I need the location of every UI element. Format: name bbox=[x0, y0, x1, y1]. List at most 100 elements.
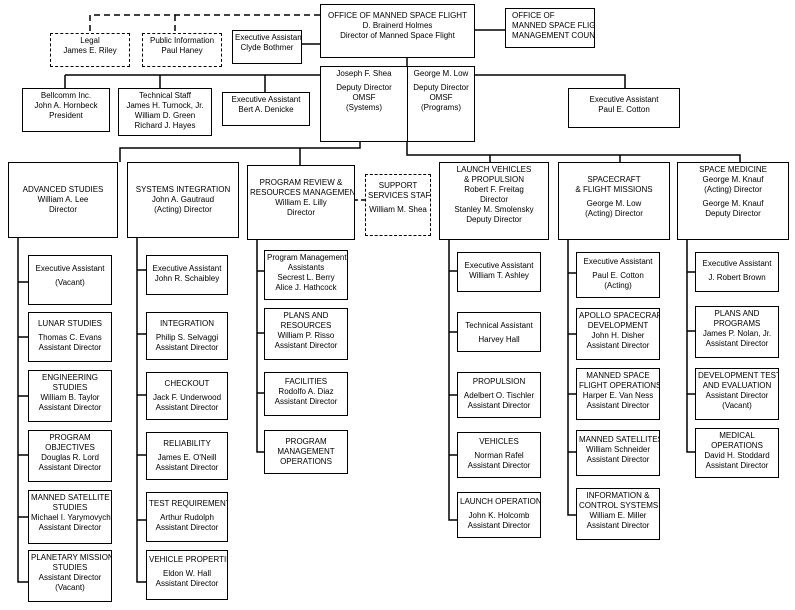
manned-satellite-studies-box: MANNED SATELLITE STUDIES Michael I. Yary… bbox=[28, 490, 112, 544]
program-management-assistants-box: Program Management Assistants Secrest L.… bbox=[264, 250, 348, 300]
engineering-studies-role: Assistant Director bbox=[38, 403, 102, 412]
spacecraft-box: SPACECRAFT & FLIGHT MISSIONS George M. L… bbox=[558, 162, 670, 240]
planetary-mission-box: PLANETARY MISSION STUDIES Assistant Dire… bbox=[28, 550, 112, 602]
integration-role: Assistant Director bbox=[155, 343, 219, 352]
reliability-name: James E. O'Neill bbox=[157, 453, 217, 462]
advanced-studies-title: ADVANCED STUDIES bbox=[22, 185, 104, 194]
program-review-role: Director bbox=[286, 208, 315, 217]
ics-name: William E. Miller bbox=[589, 511, 647, 520]
systems-integration-role: (Acting) Director bbox=[154, 205, 212, 214]
manned-satellites-name: William Schneider bbox=[585, 445, 651, 454]
plans-programs-title-2: PROGRAMS bbox=[713, 319, 761, 328]
apollo-spacecraft-title-2: DEVELOPMENT bbox=[587, 321, 649, 330]
office-box: OFFICE OF MANNED SPACE FLIGHT D. Brainer… bbox=[320, 4, 475, 58]
deputy-programs-role-1: Deputy Director bbox=[413, 83, 469, 92]
legal-box: Legal James E. Riley bbox=[50, 33, 130, 67]
propulsion-title: PROPULSION bbox=[472, 377, 526, 386]
manned-satellite-studies-role: Assistant Director bbox=[38, 523, 102, 532]
technical-assistant-title: Technical Assistant bbox=[465, 321, 533, 330]
support-services-title: SUPPORT bbox=[378, 181, 418, 190]
plans-programs-role: Assistant Director bbox=[705, 339, 769, 348]
manned-satellites-box: MANNED SATELLITES William Schneider Assi… bbox=[576, 430, 660, 476]
lunar-studies-name: Thomas C. Evans bbox=[38, 333, 102, 342]
bellcomm-name: John A. Hornbeck bbox=[34, 101, 98, 110]
adv-exec-asst-title: Executive Assistant bbox=[35, 264, 105, 273]
engineering-studies-title: ENGINEERING bbox=[41, 373, 98, 382]
pma-title: Program Management bbox=[267, 253, 347, 262]
manned-satellites-title: MANNED SATELLITES bbox=[579, 435, 660, 444]
launch-vehicles-role: Director bbox=[479, 195, 508, 204]
public-info-name: Paul Haney bbox=[161, 46, 203, 55]
manned-satellite-studies-title-2: STUDIES bbox=[52, 503, 88, 512]
medical-operations-box: MEDICAL OPERATIONS David H. Stoddard Ass… bbox=[695, 428, 779, 478]
exec-asst-top-name: Clyde Bothmer bbox=[240, 43, 294, 52]
program-objectives-role: Assistant Director bbox=[38, 463, 102, 472]
med-ops-title: MEDICAL bbox=[719, 431, 755, 440]
systems-integration-box: SYSTEMS INTEGRATION John A. Gautraud (Ac… bbox=[127, 162, 239, 238]
technical-staff-name-1: James H. Turnock, Jr. bbox=[126, 101, 204, 110]
manned-space-flight-ops-box: MANNED SPACE FLIGHT OPERATIONS Harper E.… bbox=[576, 368, 660, 420]
technical-assistant-box: Technical Assistant Harvey Hall bbox=[457, 312, 541, 352]
lv-exec-asst-title: Executive Assistant bbox=[464, 261, 534, 270]
integration-title: INTEGRATION bbox=[159, 319, 215, 328]
program-objectives-title: PROGRAM bbox=[49, 433, 91, 442]
apollo-spacecraft-box: APOLLO SPACECRAFT DEVELOPMENT John H. Di… bbox=[576, 308, 660, 360]
space-medicine-role: (Acting) Director bbox=[704, 185, 762, 194]
dte-title-2: AND EVALUATION bbox=[702, 381, 772, 390]
ics-title: INFORMATION & bbox=[586, 491, 650, 500]
program-review-name: William E. Lilly bbox=[275, 198, 327, 207]
msfo-title: MANNED SPACE bbox=[586, 371, 650, 380]
checkout-title: CHECKOUT bbox=[164, 379, 210, 388]
support-services-name: William M. Shea bbox=[369, 205, 427, 214]
deputy-systems-role-1: Deputy Director bbox=[336, 83, 392, 92]
dte-title: DEVELOPMENT TEST bbox=[698, 371, 779, 380]
reliability-title: RELIABILITY bbox=[163, 439, 211, 448]
exec-asst-cotton-name: Paul E. Cotton bbox=[598, 105, 650, 114]
pmo-title-3: OPERATIONS bbox=[280, 457, 332, 466]
vehicle-properties-title: VEHICLE PROPERTIES bbox=[149, 555, 227, 564]
facilities-box: FACILITIES Rodolfo A. Diaz Assistant Dir… bbox=[264, 372, 348, 416]
med-exec-asst-title: Executive Assistant bbox=[702, 259, 772, 268]
dev-test-eval-box: DEVELOPMENT TEST AND EVALUATION Assistan… bbox=[695, 368, 779, 420]
pma-name-1: Secrest L. Berry bbox=[277, 273, 335, 282]
med-ops-title-2: OPERATIONS bbox=[711, 441, 763, 450]
vehicle-properties-box: VEHICLE PROPERTIES Eldon W. Hall Assista… bbox=[146, 550, 228, 600]
integration-name: Philip S. Selvaggi bbox=[155, 333, 219, 342]
office-title: OFFICE OF MANNED SPACE FLIGHT bbox=[328, 11, 467, 20]
plans-programs-name: James P. Nolan, Jr. bbox=[702, 329, 772, 338]
bellcomm-title: Bellcomm Inc. bbox=[40, 91, 92, 100]
deputy-systems-name: Joseph F. Shea bbox=[336, 69, 392, 78]
spacecraft-title: SPACECRAFT bbox=[587, 175, 641, 184]
vehicles-box: VEHICLES Norman Rafel Assistant Director bbox=[457, 432, 541, 478]
launch-operations-role: Assistant Director bbox=[467, 521, 531, 530]
program-objectives-name: Douglas R. Lord bbox=[41, 453, 99, 462]
msfo-title-2: FLIGHT OPERATIONS bbox=[579, 381, 660, 390]
launch-vehicles-name: Robert F. Freitag bbox=[464, 185, 524, 194]
planetary-mission-title: PLANETARY MISSION bbox=[31, 553, 112, 562]
pmo-title: PROGRAM bbox=[285, 437, 327, 446]
support-services-box: SUPPORT SERVICES STAFF William M. Shea bbox=[365, 174, 431, 236]
lunar-studies-title: LUNAR STUDIES bbox=[37, 319, 102, 328]
legal-title: Legal bbox=[80, 36, 100, 45]
checkout-box: CHECKOUT Jack F. Underwood Assistant Dir… bbox=[146, 372, 228, 420]
apollo-spacecraft-title: APOLLO SPACECRAFT bbox=[579, 311, 660, 320]
dte-role: Assistant Director bbox=[705, 391, 769, 400]
test-requirements-box: TEST REQUIREMENTS Arthur Rudolph Assista… bbox=[146, 492, 228, 542]
msfo-name: Harper E. Van Ness bbox=[582, 391, 654, 400]
reliability-role: Assistant Director bbox=[155, 463, 219, 472]
checkout-role: Assistant Director bbox=[155, 403, 219, 412]
exec-asst-denicke-name: Bert A. Denicke bbox=[238, 105, 294, 114]
program-management-operations-box: PROGRAM MANAGEMENT OPERATIONS bbox=[264, 430, 348, 474]
bellcomm-role: President bbox=[49, 111, 83, 120]
spacecraft-title-2: & FLIGHT MISSIONS bbox=[575, 185, 653, 194]
pma-name-2: Alice J. Hathcock bbox=[275, 283, 337, 292]
plans-programs-title: PLANS AND bbox=[714, 309, 760, 318]
deputy-programs-role-3: (Programs) bbox=[420, 103, 461, 112]
space-medicine-box: SPACE MEDICINE George M. Knauf (Acting) … bbox=[677, 162, 789, 240]
integration-box: INTEGRATION Philip S. Selvaggi Assistant… bbox=[146, 312, 228, 360]
deputy-systems-role-3: (Systems) bbox=[346, 103, 382, 112]
vehicles-role: Assistant Director bbox=[467, 461, 531, 470]
ics-role: Assistant Director bbox=[586, 521, 650, 530]
bellcomm-box: Bellcomm Inc. John A. Hornbeck President bbox=[22, 88, 110, 132]
technical-staff-name-2: William D. Green bbox=[134, 111, 196, 120]
